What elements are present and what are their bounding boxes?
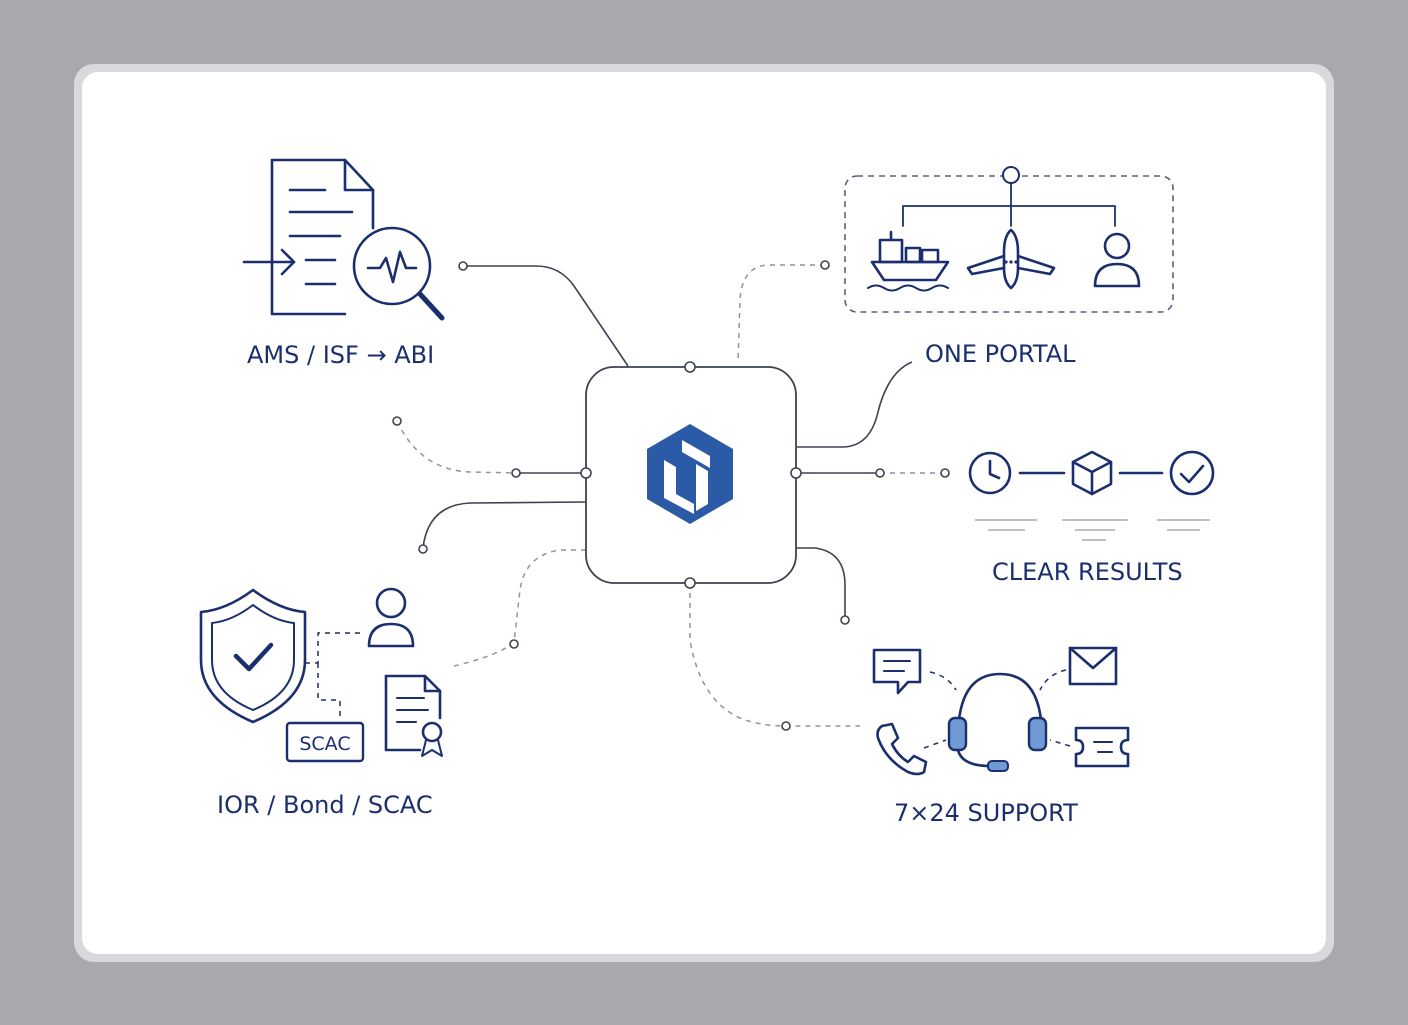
ams-label: AMS / ISF → ABI [247, 341, 434, 369]
document-icon [270, 158, 375, 316]
clear-group: CLEAR RESULTS [968, 450, 1215, 586]
headset-icon [947, 672, 1048, 772]
portal-group: ONE PORTAL [844, 166, 1174, 368]
arrow-right-icon [242, 248, 296, 276]
user-icon [367, 587, 415, 648]
connectors [392, 260, 950, 731]
check-circle-icon [1169, 450, 1215, 496]
logo-icon [647, 424, 733, 524]
clear-label: CLEAR RESULTS [992, 558, 1183, 586]
support-label: 7×24 SUPPORT [894, 799, 1078, 827]
shield-check-icon [199, 588, 307, 724]
mail-icon [1068, 646, 1118, 686]
box-icon [1071, 450, 1113, 496]
airplane-icon [966, 228, 1056, 290]
ship-icon [867, 230, 950, 292]
scac-tag-label: SCAC [299, 733, 350, 755]
ior-group: SCAC IOR / Bond / SCAC [199, 587, 443, 819]
central-hub [580, 361, 802, 589]
phone-icon [876, 722, 928, 776]
scac-tag: SCAC [285, 721, 365, 763]
clock-icon [968, 451, 1012, 495]
ticket-icon [1074, 726, 1130, 768]
user-icon [1093, 232, 1141, 288]
support-group: 7×24 SUPPORT [872, 646, 1130, 827]
baseline-rules [975, 519, 1210, 541]
ams-group: AMS / ISF → ABI [242, 158, 445, 369]
ior-label: IOR / Bond / SCAC [217, 791, 433, 819]
portal-label: ONE PORTAL [925, 340, 1076, 368]
chat-icon [872, 648, 922, 695]
certificate-icon [384, 674, 443, 757]
magnifier-pulse-icon [352, 226, 445, 321]
